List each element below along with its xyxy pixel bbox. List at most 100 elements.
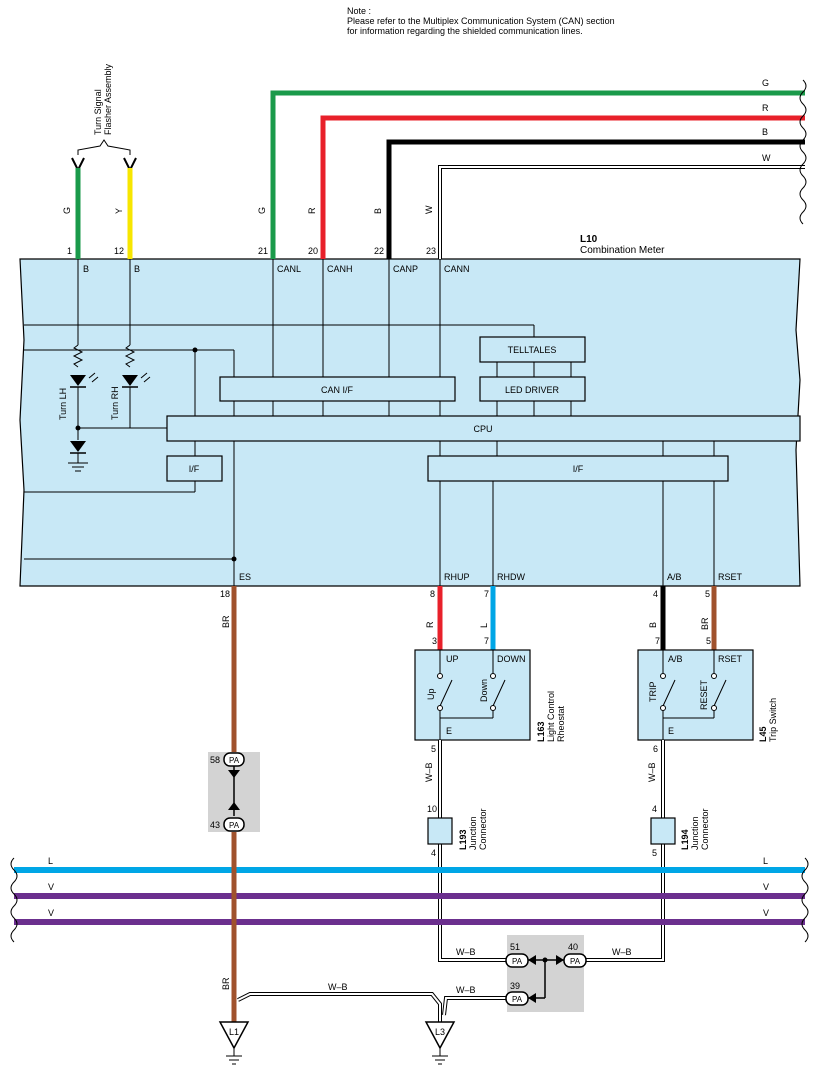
rheostat-down-label: DOWN [497,654,526,664]
trip-rset-label: RSET [718,654,743,664]
pin-number: 6 [653,744,658,754]
pa-plug [505,991,529,1006]
pin-number: 10 [427,804,437,814]
bottom-wire-colors: BR R L B BR [221,615,710,630]
wire-can-r [320,115,805,259]
ground-label: L3 [435,1027,445,1037]
block-can-if: CAN I/F [219,376,456,402]
trip-e-label: E [668,726,674,736]
pin-number: 4 [653,589,658,599]
pin-number: 12 [114,246,124,256]
bus-label: V [763,882,769,892]
pin-number: 5 [652,848,657,858]
bus-breaks [799,79,807,225]
pin-label: CANP [393,264,418,274]
light-ray-icon [140,372,151,383]
turn-lh-label: Turn LH [58,388,68,420]
ground-label: L1 [229,1027,239,1037]
wire-wb-label: W–B [456,947,476,957]
cpu-label: CPU [473,424,492,434]
top-pin-labels: B B CANL CANH CANP CANN [83,264,470,274]
pin-number: 39 [510,981,520,991]
bus-label: V [48,882,54,892]
switch-down-label: Down [479,679,489,702]
jc2-name1: Junction [690,816,700,850]
bottom-pin-numbers: 18 8 7 4 5 [220,589,710,599]
horizontal-buses: L V V L V V [10,856,809,943]
pin-number: 21 [258,246,268,256]
resistor-icon [124,344,136,368]
jc1-code: L193 [458,829,468,850]
pin-number: 8 [430,589,435,599]
pin-label: RHDW [497,572,525,582]
light-control-rheostat: 3 7 UP DOWN E Up Down L163 Light Control… [414,636,566,754]
pin-number: 7 [655,636,660,646]
trip-code: L45 [758,726,768,742]
top-pin-numbers: 1 12 21 20 22 23 [67,246,436,256]
telltales-label: TELLTALES [508,345,557,355]
pin-label: CANH [327,264,353,274]
wire-color: B [648,622,658,628]
pa-plug [223,752,245,767]
switch-up-label: Up [426,688,436,700]
if-left-label: I/F [189,464,200,474]
bus-label: L [763,856,768,866]
wire-color: R [425,621,435,628]
bus-label: L [48,856,53,866]
if-right-label: I/F [573,464,584,474]
pin-number: 7 [484,589,489,599]
wire-wb-label: W–B [328,982,348,992]
pin-number: 51 [510,942,520,952]
pa-plug [223,817,245,832]
wire-color: R [307,207,317,214]
light-ray-icon [88,372,99,383]
junction-dot [231,556,237,562]
trip-name: Trip Switch [768,698,778,742]
meter-code: L10 [580,234,598,245]
note: Note : Please refer to the Multiplex Com… [347,6,615,36]
pa-label: PA [229,821,240,830]
pin-number: 43 [210,820,220,830]
pa-label: PA [512,995,523,1004]
diode-icon [70,441,86,452]
pin-label: RSET [718,572,743,582]
pin-label: RHUP [444,572,470,582]
can-if-label: CAN I/F [321,385,354,395]
wire-can-b [386,139,805,259]
pin-number: 7 [484,636,489,646]
pin-label: CANL [277,264,301,274]
meter-name: Combination Meter [580,245,665,256]
pa-label: PA [570,957,581,966]
junction-dot [192,347,198,353]
wire-wb-label: W–B [647,762,657,782]
led-icon [70,375,86,386]
led-icon [122,375,138,386]
note-line1: Note : [347,6,371,16]
pin-number: 58 [210,755,220,765]
jc1-name2: Connector [478,808,488,850]
wire-color: G [257,207,267,214]
wire-color: G [62,207,72,214]
wire-color: W [424,205,434,214]
turn-rh-label: Turn RH [110,386,120,420]
switch-trip-label: TRIP [648,681,658,702]
pin-number: 5 [431,744,436,754]
bus-label: V [763,908,769,918]
flasher-brace [77,139,131,155]
wire-color: BR [221,615,231,628]
switch-reset-label: RESET [699,679,709,710]
wire-wb-label: W–B [612,947,632,957]
jc2-code: L194 [680,829,690,850]
wire-can-w-inner [439,166,805,259]
pin-label: ES [239,572,251,582]
wire-color: BR [700,617,710,630]
pa-connector-right: PA PA PA 51 40 39 [505,935,587,1012]
block-if-left: I/F [166,455,223,482]
led-driver-label: LED DRIVER [505,385,560,395]
wire-wb-label: W–B [456,985,476,995]
rheostat-e-label: E [446,726,452,736]
pin-label: A/B [667,572,682,582]
pin-number: 4 [652,804,657,814]
flasher-line1: Turn Signal [93,89,103,135]
